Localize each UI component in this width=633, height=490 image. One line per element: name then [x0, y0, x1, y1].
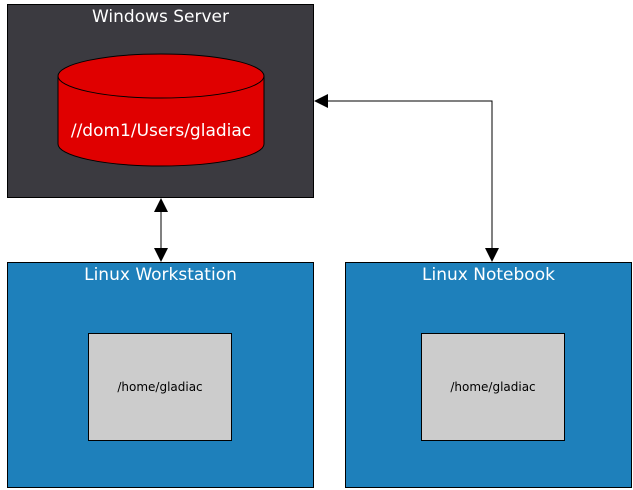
windows-server-title: Windows Server [91, 7, 230, 27]
arrowhead-down [154, 248, 168, 262]
database-share-path: //dom1/Users/gladiac [71, 121, 251, 141]
linux-workstation-title: Linux Workstation [84, 265, 237, 285]
arrowhead-down [485, 248, 499, 262]
connector-server-workstation [154, 198, 168, 262]
connector-server-notebook [314, 94, 499, 262]
database-cylinder: //dom1/Users/gladiac [57, 53, 265, 167]
linux-notebook-node: Linux Notebook /home/gladiac [345, 262, 632, 488]
workstation-home-path: /home/gladiac [117, 380, 203, 394]
workstation-home-folder: /home/gladiac [88, 333, 232, 441]
notebook-home-folder: /home/gladiac [421, 333, 565, 441]
arrowhead-left [314, 94, 328, 108]
linux-notebook-title: Linux Notebook [422, 265, 555, 285]
linux-workstation-node: Linux Workstation /home/gladiac [7, 262, 314, 488]
notebook-home-path: /home/gladiac [450, 380, 536, 394]
arrowhead-up [154, 198, 168, 212]
